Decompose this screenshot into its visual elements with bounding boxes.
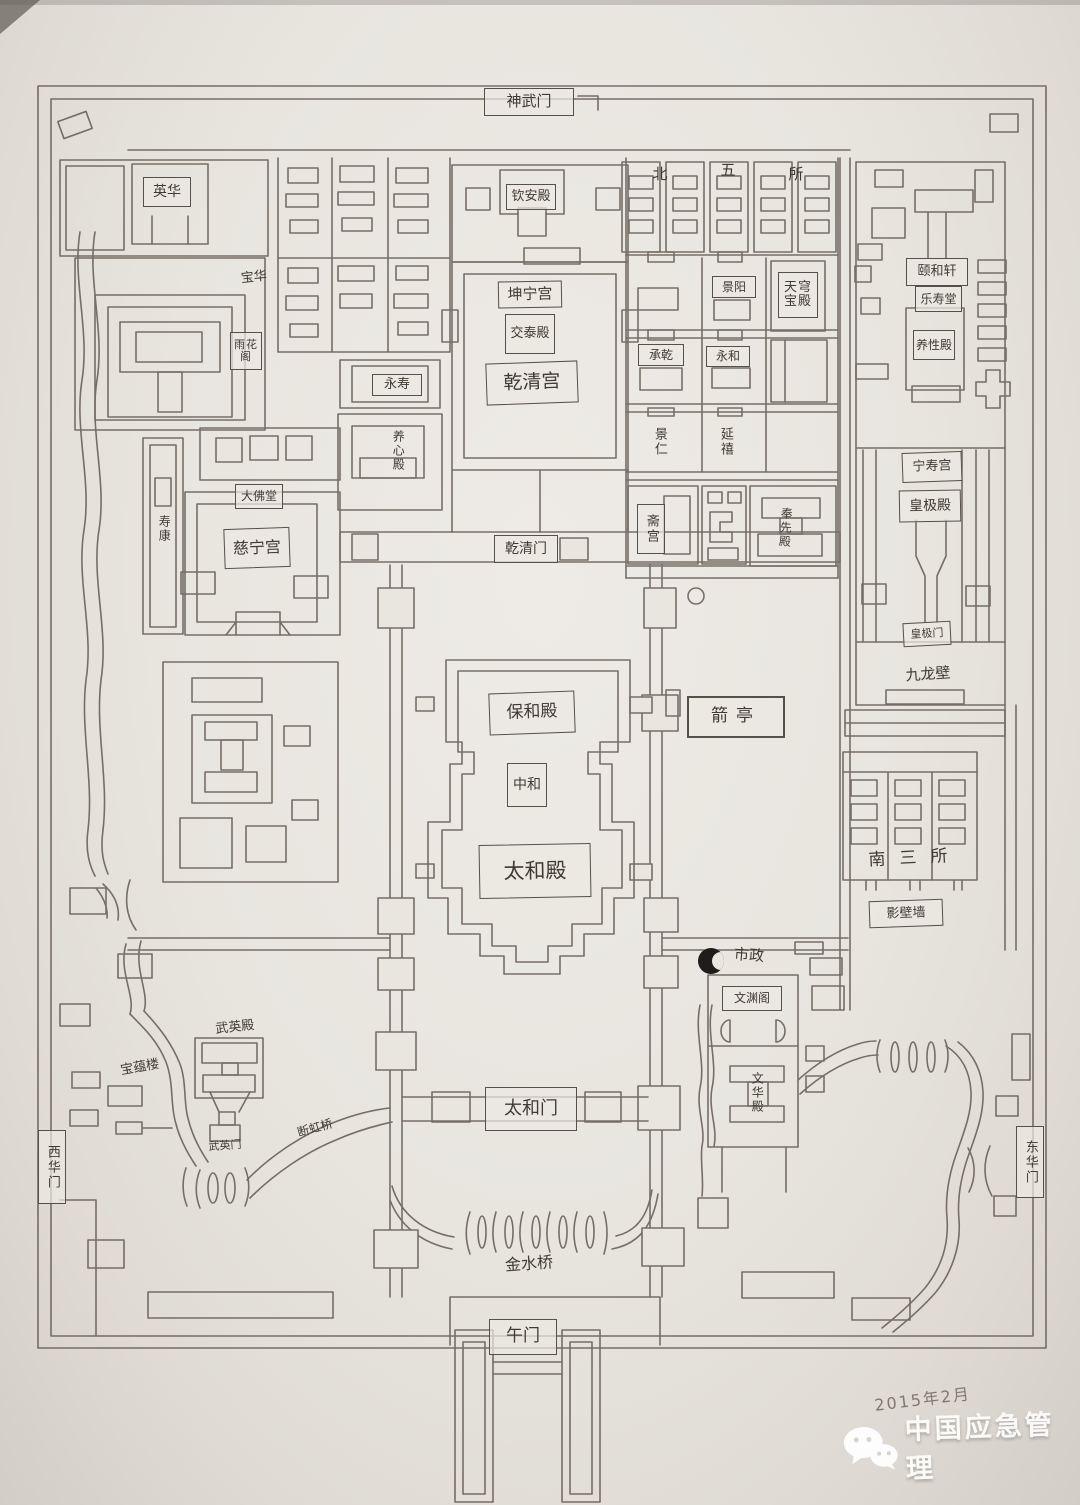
label-yuhuage: 雨花阁: [230, 332, 262, 370]
label-yonghe: 永和: [706, 346, 750, 367]
label-taihemen: 太和门: [485, 1087, 577, 1131]
label-shizheng: 市政: [733, 945, 765, 966]
photo-corner-shadow: [0, 0, 40, 34]
label-suo: 所: [788, 165, 804, 184]
label-tianqiongbaodian: 天穹宝殿: [778, 272, 818, 318]
photo-edge: [0, 0, 1080, 5]
label-yangxindian: 养心殿: [391, 430, 406, 472]
label-kunninggong: 坤宁宫: [497, 280, 563, 309]
label-yinghua: 英华: [143, 177, 191, 207]
label-jianting: 箭亭: [687, 696, 785, 738]
label-jingren: 景仁: [651, 427, 667, 457]
label-qinandian: 钦安殿: [506, 184, 556, 210]
label-jingyang: 景阳: [712, 276, 756, 298]
label-shoukang: 寿康: [157, 515, 172, 543]
label-dafotang: 大佛堂: [235, 484, 283, 509]
label-yihexuan: 颐和轩: [906, 258, 968, 286]
label-leshoutang: 乐寿堂: [915, 286, 962, 312]
label-ningshougong: 宁寿宫: [901, 450, 963, 484]
watermark: 中国应急管理: [841, 1402, 1080, 1488]
label-yangxingdian: 养性殿: [913, 330, 955, 360]
label-jiaotaidian: 交泰殿: [505, 314, 555, 354]
label-yingbiqiang: 影壁墙: [868, 898, 944, 929]
label-yanxi: 延禧: [717, 427, 733, 457]
watermark-text: 中国应急管理: [904, 1409, 1056, 1485]
moon-icon: [698, 948, 724, 974]
label-chengqian: 承乾: [638, 344, 684, 366]
label-bei: 北: [652, 165, 668, 184]
label-wumen: 午门: [489, 1319, 557, 1355]
label-qianqinggong: 乾清宫: [485, 360, 579, 406]
label-xihuamen: 西华门: [38, 1130, 66, 1204]
label-wenyuange: 文渊阁: [722, 986, 782, 1011]
label-shenwumen: 神武门: [484, 88, 574, 116]
label-yongshou: 永寿: [372, 374, 422, 396]
label-taihedian: 太和殿: [478, 843, 592, 899]
label-baohedian: 保和殿: [488, 690, 576, 736]
label-wu: 五: [720, 161, 736, 180]
label-zhonghe: 中和: [507, 763, 547, 807]
label-qianqingmen: 乾清门: [494, 535, 558, 563]
label-cininggong: 慈宁宫: [223, 526, 291, 570]
label-zhaigong: 斋宫: [637, 504, 665, 554]
label-wenhuadian: 文华殿: [750, 1072, 765, 1114]
label-donghuamen: 东华门: [1016, 1126, 1044, 1198]
wechat-icon: [843, 1427, 898, 1470]
label-huangjimen: 皇极门: [902, 620, 952, 648]
label-huangjidian: 皇极殿: [898, 489, 962, 523]
